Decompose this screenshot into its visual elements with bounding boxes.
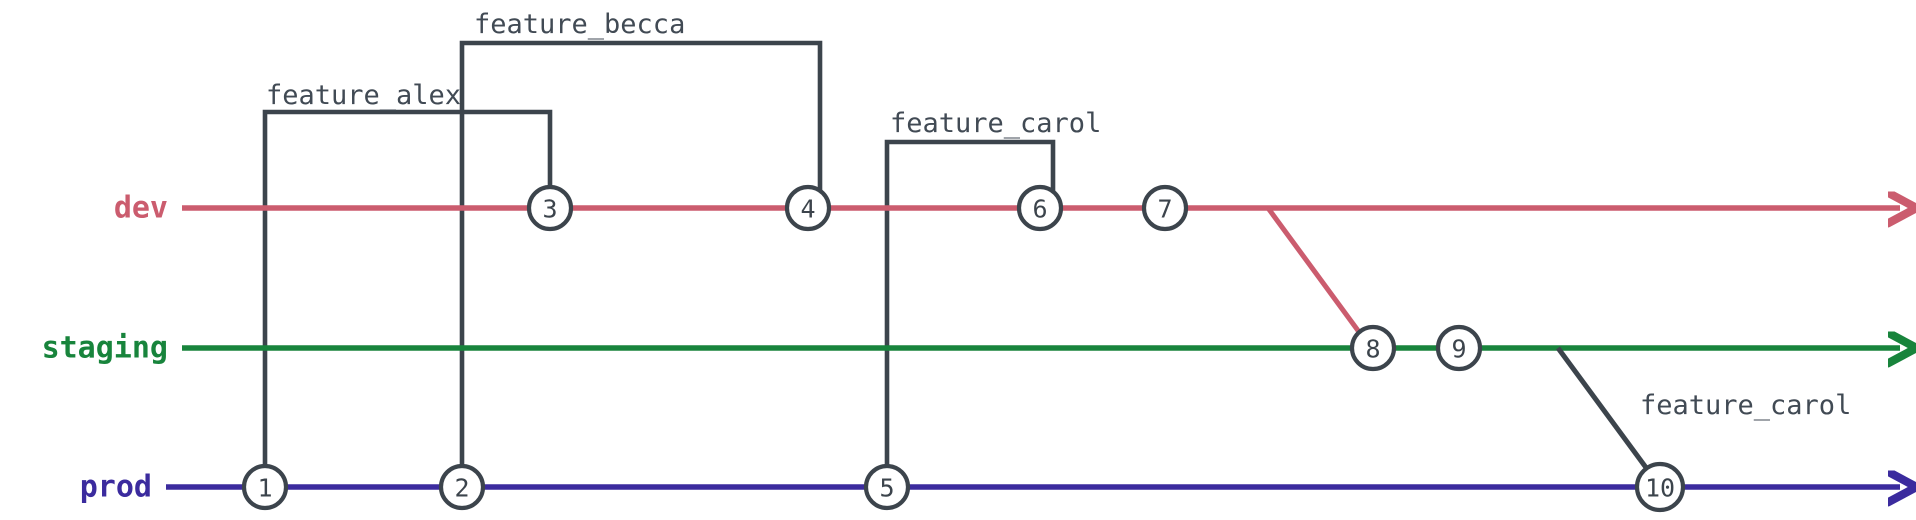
- commit-node[interactable]: 6: [1016, 184, 1064, 232]
- commit-node[interactable]: 10: [1634, 461, 1686, 513]
- lane-lines: [166, 208, 1900, 487]
- branch-label-feature-alex: feature_alex: [266, 80, 461, 111]
- commit-node-circle[interactable]: [1141, 184, 1189, 232]
- annotation-labels: feature_carol: [1640, 390, 1851, 421]
- commit-node[interactable]: 9: [1435, 324, 1483, 372]
- merge-paths: [1265, 206, 1653, 475]
- commit-node-label: 5: [879, 474, 894, 503]
- commit-node-circle[interactable]: [438, 463, 486, 511]
- feature-branch-path-alex: [262, 109, 553, 490]
- commit-node-circle[interactable]: [526, 184, 574, 232]
- merge-line-dev-to-commit-8: [1265, 206, 1365, 338]
- branch-label-feature-carol: feature_carol: [890, 108, 1101, 139]
- commit-node-label: 3: [542, 195, 557, 224]
- commit-nodes: 1 2 3 4 5 6 7 8 9 10: [241, 184, 1686, 513]
- branch-labels: feature_alex feature_becca feature_carol: [266, 9, 1101, 139]
- lane-label-dev: dev: [114, 191, 168, 226]
- commit-node-circle[interactable]: [1634, 461, 1686, 513]
- commit-node-label: 7: [1157, 195, 1172, 224]
- commit-node[interactable]: 3: [526, 184, 574, 232]
- feature-branch-paths: [262, 40, 1056, 490]
- commit-node-label: 8: [1365, 335, 1380, 364]
- commit-node-circle[interactable]: [1435, 324, 1483, 372]
- commit-node-label: 4: [800, 195, 815, 224]
- commit-node-label: 1: [257, 474, 272, 503]
- commit-node[interactable]: 4: [784, 184, 832, 232]
- commit-node-circle[interactable]: [1349, 324, 1397, 372]
- lane-label-prod: prod: [80, 470, 152, 505]
- commit-node-label: 10: [1645, 474, 1675, 503]
- lane-labels: dev staging prod: [42, 191, 168, 505]
- commit-node-label: 6: [1032, 195, 1047, 224]
- feature-branch-path-carol: [884, 139, 1056, 490]
- commit-node[interactable]: 2: [438, 463, 486, 511]
- merge-line-staging-to-commit-10: [1555, 346, 1653, 475]
- commit-node-circle[interactable]: [241, 463, 289, 511]
- commit-node-label: 2: [454, 474, 469, 503]
- commit-node[interactable]: 5: [863, 463, 911, 511]
- commit-node-circle[interactable]: [1016, 184, 1064, 232]
- commit-node-label: 9: [1451, 335, 1466, 364]
- commit-node-circle[interactable]: [863, 463, 911, 511]
- feature-branch-path-becca: [459, 40, 823, 490]
- commit-node-circle[interactable]: [784, 184, 832, 232]
- branch-label-feature-becca: feature_becca: [474, 9, 685, 40]
- commit-node[interactable]: 8: [1349, 324, 1397, 372]
- annotation-label-feature-carol-merge: feature_carol: [1640, 390, 1851, 421]
- commit-node[interactable]: 7: [1141, 184, 1189, 232]
- lane-label-staging: staging: [42, 331, 168, 366]
- commit-node[interactable]: 1: [241, 463, 289, 511]
